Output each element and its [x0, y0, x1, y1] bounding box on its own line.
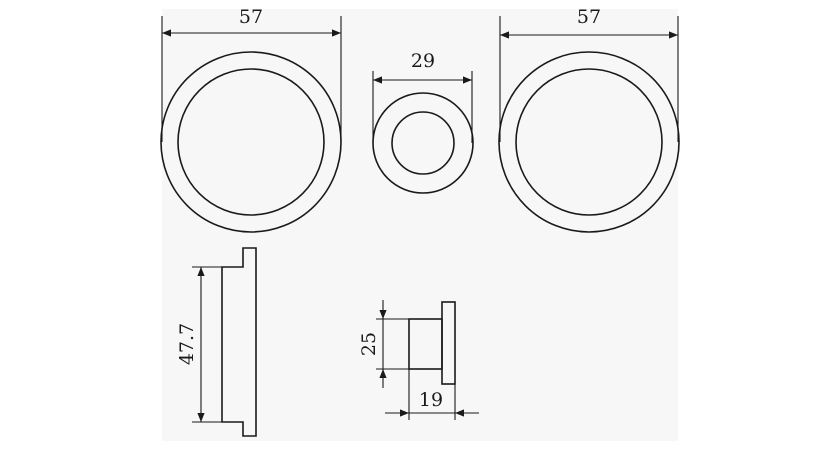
dimension-label-depth: 19 [419, 389, 443, 411]
large-rosette-right: 57 [498, 6, 680, 233]
dimension-label-height: 25 [358, 332, 380, 356]
dimension-label-height: 47.7 [176, 323, 198, 365]
dimension-label-diameter: 57 [239, 6, 263, 28]
rosette-outer-circle [160, 51, 342, 233]
rosette-inner-circle [515, 68, 663, 216]
large-rosette-left: 57 [160, 6, 342, 233]
profile-outline [221, 247, 257, 437]
rosette-inner-circle [177, 68, 325, 216]
profile-flange [441, 301, 456, 385]
dimension-label-diameter: 57 [577, 6, 601, 28]
rosette-inner-circle [391, 111, 455, 175]
small-side-profile: 25 19 [358, 300, 479, 420]
large-side-profile: 47.7 [176, 247, 257, 437]
profile-body [408, 318, 443, 370]
rosette-outer-circle [372, 92, 474, 194]
dimension-label-diameter: 29 [411, 50, 435, 72]
rosette-outer-circle [498, 51, 680, 233]
small-rosette: 29 [372, 50, 474, 194]
